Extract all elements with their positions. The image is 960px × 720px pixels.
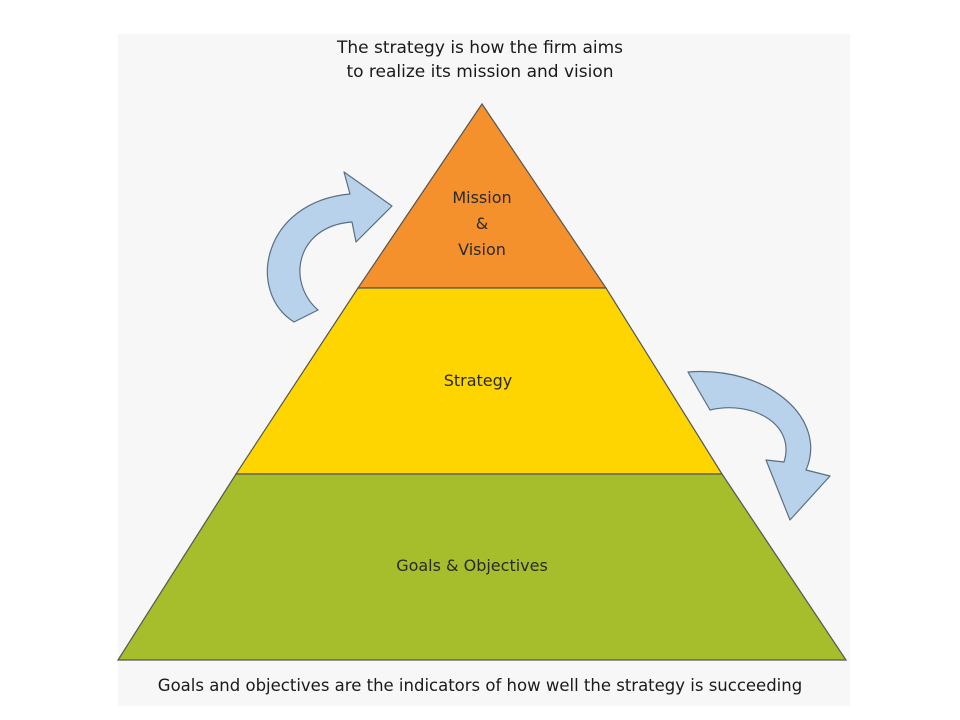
strategy-label: Strategy <box>444 371 513 390</box>
top-caption-line-1: The strategy is how the firm aims <box>336 38 624 58</box>
top-caption-line-2: to realize its mission and vision <box>346 62 614 82</box>
curved-arrow-down-icon <box>687 370 831 521</box>
vision-label: Vision <box>458 240 506 259</box>
mission-label: Mission <box>452 188 511 207</box>
goals-objectives-label: Goals & Objectives <box>396 556 548 575</box>
curved-arrow-up-icon <box>266 171 393 323</box>
top-caption: The strategy is how the firm aims to rea… <box>0 36 960 84</box>
ampersand-label: & <box>476 214 488 233</box>
bottom-caption: Goals and objectives are the indicators … <box>157 676 803 695</box>
pyramid-tier-goals-objectives <box>116 473 848 661</box>
